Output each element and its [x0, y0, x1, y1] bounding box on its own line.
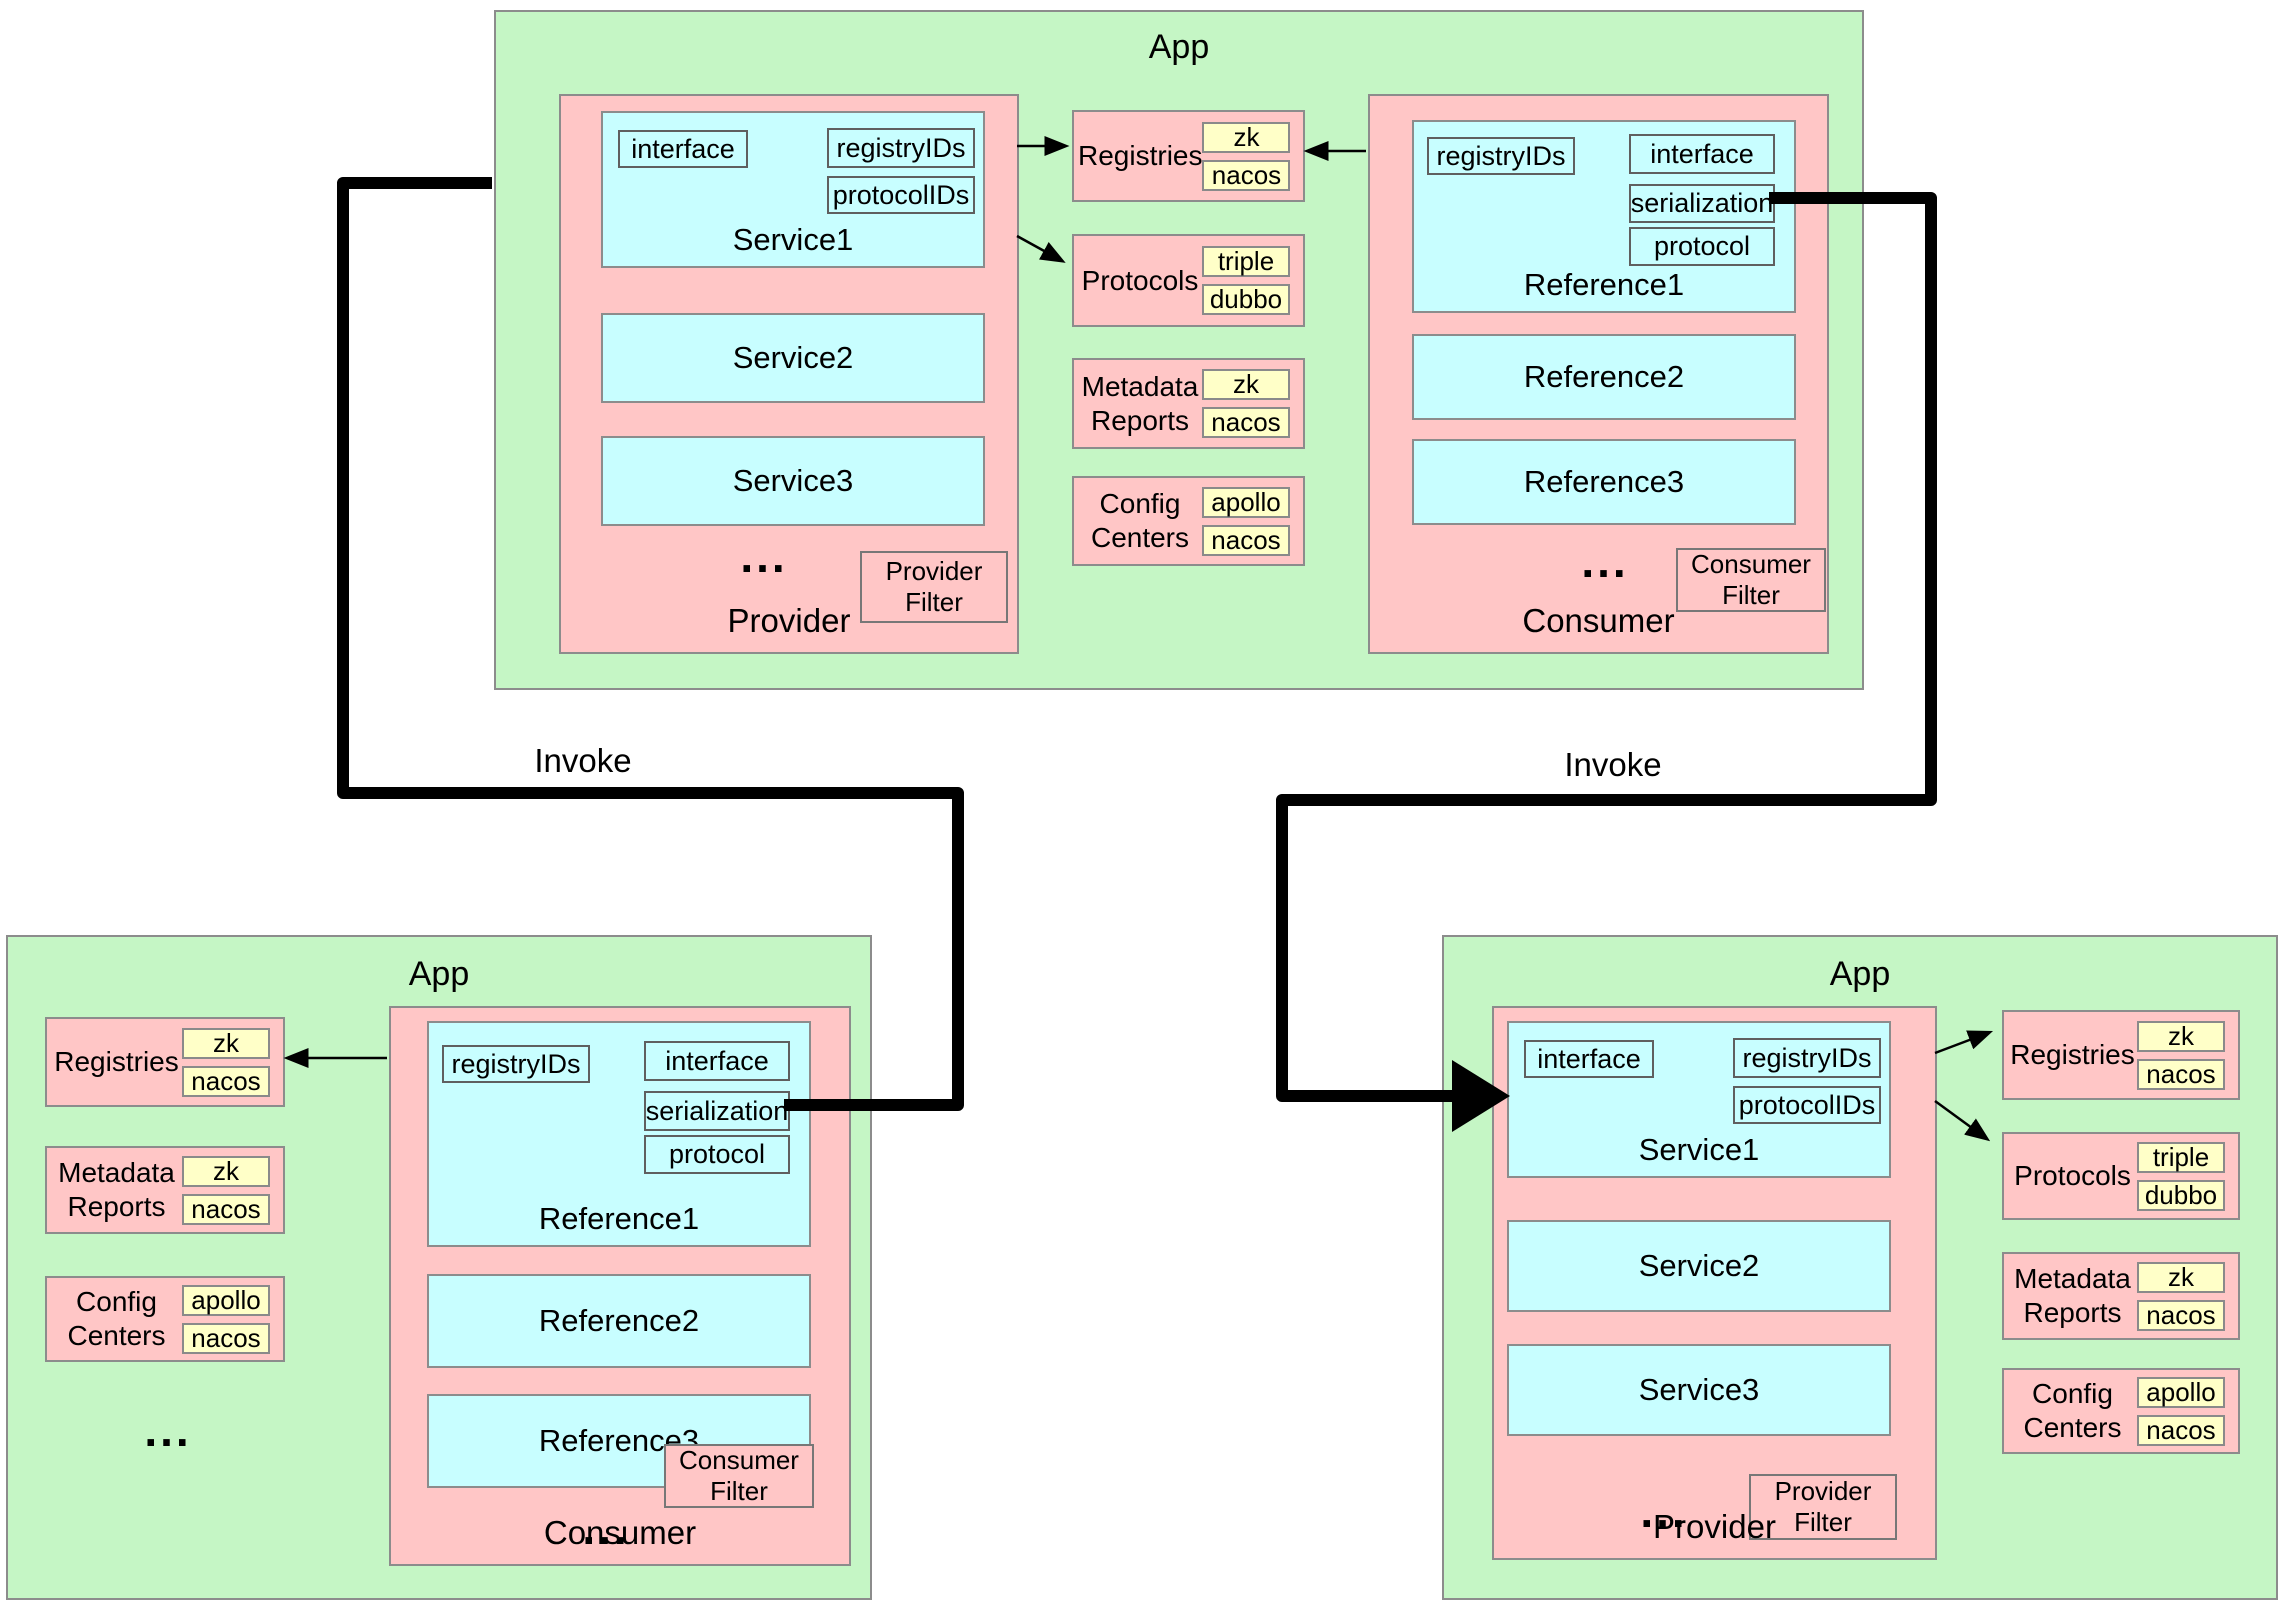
provider-box: interface registryIDs protocolIDs Servic…	[1492, 1006, 1937, 1560]
service1-box: interface registryIDs protocolIDs Servic…	[1507, 1021, 1891, 1178]
reference3-box: Reference3	[1412, 439, 1796, 525]
more-infra-ellipsis: ...	[144, 1404, 192, 1456]
metadata-reports-label: Metadata Reports	[58, 1157, 175, 1222]
chip-zk: zk	[182, 1027, 270, 1059]
invoke-label-right: Invoke	[1564, 746, 1662, 783]
chip-nacos: nacos	[1202, 407, 1290, 438]
chip-dubbo: dubbo	[2137, 1179, 2225, 1211]
reference2-box: Reference2	[427, 1274, 811, 1368]
config-centers-box: Config Centers apollo nacos	[1072, 476, 1305, 566]
chip-nacos: nacos	[182, 1193, 270, 1225]
protocolids-field: protocolIDs	[1733, 1086, 1881, 1124]
service3-box: Service3	[1507, 1344, 1891, 1436]
reference-name: Reference1	[1523, 267, 1685, 302]
chip-nacos: nacos	[2137, 1299, 2225, 1331]
chip-triple: triple	[2137, 1141, 2225, 1173]
consumer-box: registryIDs interface serialization prot…	[1368, 94, 1829, 654]
app-title: App	[1148, 28, 1210, 66]
registryids-field: registryIDs	[1427, 137, 1575, 175]
more-references-ellipsis: ...	[582, 1502, 630, 1554]
consumer-label: Consumer	[543, 1514, 697, 1551]
metadata-reports-label: Metadata Reports	[2014, 1263, 2131, 1328]
more-references-ellipsis: ...	[1581, 535, 1629, 587]
registries-label: Registries	[1078, 140, 1203, 172]
config-centers-box: Config Centers apollo nacos	[45, 1276, 285, 1362]
app-title: App	[408, 955, 470, 993]
reference1-box: registryIDs interface serialization prot…	[427, 1021, 811, 1247]
metadata-reports-box: Metadata Reports zk nacos	[2002, 1252, 2240, 1340]
reference2-box: Reference2	[1412, 334, 1796, 420]
service2-box: Service2	[601, 313, 985, 403]
interface-field: interface	[618, 130, 748, 168]
registries-box: Registries zk nacos	[45, 1017, 285, 1107]
app-title: App	[1829, 955, 1891, 993]
consumer-filter-box: Consumer Filter	[664, 1444, 814, 1508]
registries-box: Registries zk nacos	[1072, 110, 1305, 202]
provider-filter-box: Provider Filter	[1749, 1474, 1897, 1540]
registryids-field: registryIDs	[1733, 1038, 1881, 1078]
top-app: App interface registryIDs protocolIDs Se…	[494, 10, 1864, 690]
protocol-field: protocol	[1629, 227, 1775, 266]
consumer-label: Consumer	[1522, 602, 1675, 639]
serialization-field: serialization	[644, 1091, 790, 1131]
chip-nacos: nacos	[182, 1065, 270, 1097]
service2-box: Service2	[1507, 1220, 1891, 1312]
metadata-reports-label: Metadata Reports	[1081, 370, 1199, 436]
interface-field: interface	[1629, 134, 1775, 174]
chip-dubbo: dubbo	[1202, 284, 1290, 315]
metadata-reports-box: Metadata Reports zk nacos	[45, 1146, 285, 1234]
registries-box: Registries zk nacos	[2002, 1010, 2240, 1100]
chip-zk: zk	[1202, 369, 1290, 400]
registryids-field: registryIDs	[442, 1045, 590, 1083]
chip-apollo: apollo	[182, 1284, 270, 1316]
config-centers-label: Config Centers	[67, 1286, 166, 1351]
service3-box: Service3	[601, 436, 985, 526]
config-centers-label: Config Centers	[1090, 488, 1190, 553]
registries-label: Registries	[54, 1046, 179, 1078]
reference1-box: registryIDs interface serialization prot…	[1412, 120, 1796, 313]
chip-zk: zk	[2137, 1261, 2225, 1293]
more-services-ellipsis: ...	[740, 530, 788, 582]
chip-zk: zk	[1202, 121, 1291, 153]
chip-zk: zk	[2137, 1020, 2225, 1052]
bottom-right-app: App interface registryIDs protocolIDs Se…	[1442, 935, 2278, 1600]
chip-nacos: nacos	[182, 1322, 270, 1354]
consumer-box: registryIDs interface serialization prot…	[389, 1006, 851, 1566]
chip-apollo: apollo	[2137, 1376, 2225, 1408]
interface-field: interface	[644, 1041, 790, 1081]
chip-apollo: apollo	[1202, 486, 1290, 518]
protocols-label: Protocols	[2014, 1160, 2131, 1192]
protocolids-field: protocolIDs	[827, 176, 975, 214]
invoke-label-left: Invoke	[534, 742, 632, 779]
config-centers-box: Config Centers apollo nacos	[2002, 1368, 2240, 1454]
protocol-field: protocol	[644, 1135, 790, 1174]
provider-label: Provider	[1653, 1508, 1776, 1545]
serialization-field: serialization	[1629, 184, 1775, 223]
more-services-ellipsis: ...	[1640, 1485, 1688, 1537]
service1-box: interface registryIDs protocolIDs Servic…	[601, 111, 985, 268]
registryids-field: registryIDs	[827, 128, 975, 168]
chip-nacos: nacos	[1202, 159, 1291, 191]
registries-label: Registries	[2010, 1039, 2135, 1071]
metadata-reports-box: Metadata Reports zk nacos	[1072, 358, 1305, 449]
service-name: Service1	[732, 222, 854, 257]
chip-nacos: nacos	[2137, 1058, 2225, 1090]
chip-triple: triple	[1202, 246, 1290, 277]
reference-name: Reference1	[538, 1201, 700, 1236]
config-centers-label: Config Centers	[2023, 1378, 2122, 1443]
service-name: Service1	[1638, 1132, 1760, 1167]
chip-nacos: nacos	[1202, 524, 1290, 556]
protocols-label: Protocols	[1081, 264, 1199, 296]
protocols-box: Protocols triple dubbo	[1072, 234, 1305, 327]
chip-nacos: nacos	[2137, 1414, 2225, 1446]
provider-label: Provider	[727, 602, 851, 639]
bottom-left-app: App Registries zk nacos Metadata Reports …	[6, 935, 872, 1600]
protocols-box: Protocols triple dubbo	[2002, 1132, 2240, 1220]
interface-field: interface	[1524, 1040, 1654, 1078]
provider-box: interface registryIDs protocolIDs Servic…	[559, 94, 1019, 654]
chip-zk: zk	[182, 1155, 270, 1187]
